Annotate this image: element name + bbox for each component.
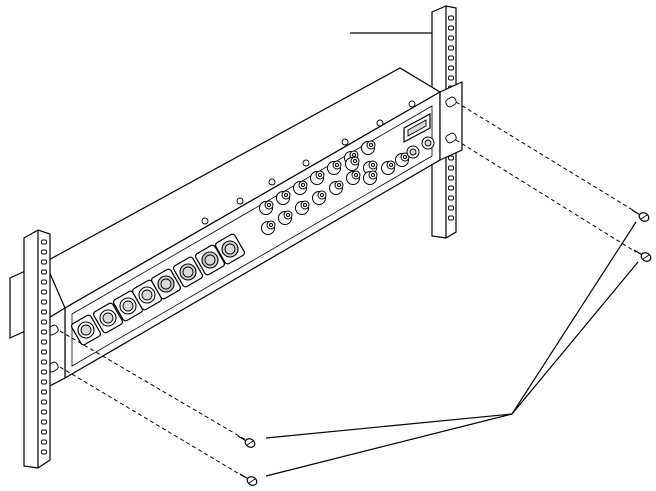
bnc-connector-icon xyxy=(346,157,360,171)
rail-hole xyxy=(42,450,47,454)
rail-hole xyxy=(42,420,47,424)
rail-hole xyxy=(42,300,47,304)
rail-hole xyxy=(42,290,47,294)
rail-hole xyxy=(42,370,47,374)
rail-hole xyxy=(42,430,47,434)
rail-hole xyxy=(449,26,454,30)
rail-hole xyxy=(449,56,454,60)
bnc-connector-icon xyxy=(330,181,344,195)
rail-hole xyxy=(42,260,47,264)
rail-hole xyxy=(449,76,454,80)
rail-hole xyxy=(42,380,47,384)
bnc-connector-icon xyxy=(382,161,396,175)
rail-hole xyxy=(42,270,47,274)
rail-hole xyxy=(449,196,454,200)
bnc-connector-icon xyxy=(362,141,376,155)
rack-ear-right xyxy=(440,82,462,160)
rack-rail-left xyxy=(24,230,50,468)
bnc-connector-icon xyxy=(364,171,378,185)
rail-hole xyxy=(449,46,454,50)
rail-hole xyxy=(42,400,47,404)
screw-icon xyxy=(634,250,652,263)
screw-icon xyxy=(238,436,256,449)
rail-hole xyxy=(449,216,454,220)
bnc-connector-icon xyxy=(347,171,361,185)
rail-hole xyxy=(42,330,47,334)
screw-icon xyxy=(240,474,258,487)
bnc-connector-icon xyxy=(262,221,276,235)
bnc-connector-icon xyxy=(279,211,293,225)
rail-hole xyxy=(42,390,47,394)
leader-lines-screws xyxy=(266,222,638,476)
bnc-connector-icon xyxy=(260,201,274,215)
bnc-connector-icon xyxy=(396,153,410,167)
rail-hole xyxy=(449,156,454,160)
rail-hole xyxy=(42,310,47,314)
bnc-connector-icon xyxy=(311,171,325,185)
bnc-connector-icon xyxy=(296,201,310,215)
rail-hole xyxy=(42,250,47,254)
rail-hole xyxy=(42,350,47,354)
bnc-connector-icon xyxy=(277,191,291,205)
rail-hole xyxy=(449,206,454,210)
rail-hole xyxy=(42,410,47,414)
rail-hole xyxy=(449,186,454,190)
rail-hole xyxy=(42,320,47,324)
unit-chassis xyxy=(10,68,462,390)
rail-hole xyxy=(449,176,454,180)
bnc-connector-icon xyxy=(313,191,327,205)
rail-hole xyxy=(42,360,47,364)
bnc-connector-icon xyxy=(328,161,342,175)
rail-hole xyxy=(449,16,454,20)
bnc-connector-icon xyxy=(294,181,308,195)
rail-hole xyxy=(42,240,47,244)
screw-icon xyxy=(632,210,650,223)
rail-hole xyxy=(42,340,47,344)
rail-hole xyxy=(42,440,47,444)
rail-hole xyxy=(449,36,454,40)
rail-hole xyxy=(449,166,454,170)
rail-hole xyxy=(449,66,454,70)
rail-hole xyxy=(42,280,47,284)
